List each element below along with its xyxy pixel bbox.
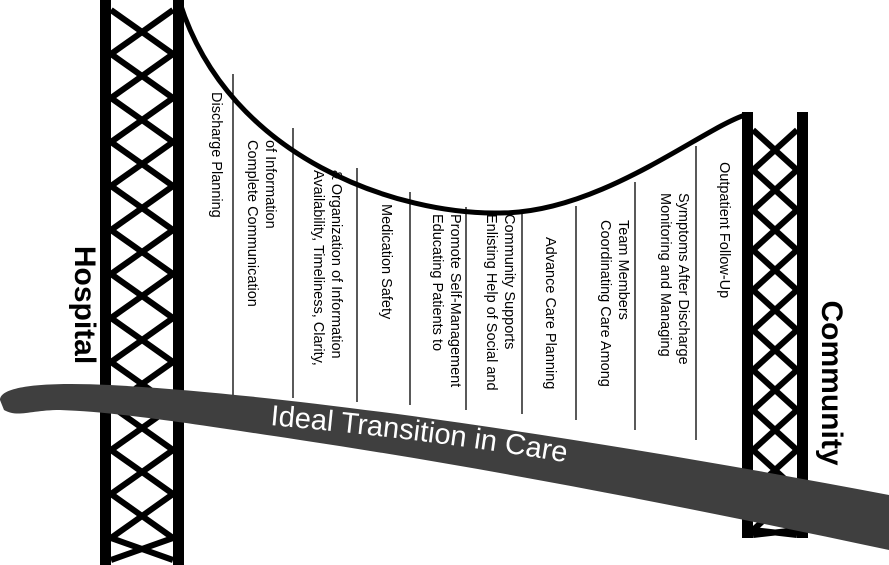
tower-leg xyxy=(173,0,184,565)
lattice-brace xyxy=(109,139,175,189)
care-element-label-line: Team Members xyxy=(615,220,631,320)
lattice-brace xyxy=(750,287,800,333)
lattice-brace xyxy=(109,95,175,145)
tower-lattice xyxy=(109,7,175,563)
lattice-brace xyxy=(109,271,175,321)
care-element-label-line: Discharge Planning xyxy=(208,92,224,218)
lattice-brace xyxy=(109,183,175,233)
care-element-label-line: Advance Care Planning xyxy=(542,237,558,389)
bridge-deck xyxy=(0,383,889,550)
lattice-brace xyxy=(109,447,175,497)
care-element-label-line: Complete Communication xyxy=(244,140,260,307)
care-element-label-line: Monitoring and Managing xyxy=(657,193,673,357)
care-element-label: Advance Care Planning xyxy=(542,237,558,389)
care-element-label: Discharge Planning xyxy=(208,92,224,218)
lattice-brace xyxy=(750,407,800,453)
care-element-label-line: of Information xyxy=(262,140,278,229)
lattice-brace xyxy=(109,315,175,365)
care-element-label: Availability, Timeliness, Clarity,& Orga… xyxy=(310,170,344,366)
lattice-brace xyxy=(109,51,175,101)
care-element-label-line: & Organization of Information xyxy=(328,170,344,359)
hospital-label: Hospital xyxy=(68,246,101,364)
lattice-brace xyxy=(750,207,800,253)
lattice-brace xyxy=(750,367,800,413)
hospital-tower xyxy=(100,0,184,565)
lattice-brace xyxy=(750,327,800,373)
care-element-label-line: Availability, Timeliness, Clarity, xyxy=(310,170,326,366)
care-element-label-line: Coordinating Care Among xyxy=(597,220,613,387)
care-element-label-line: Educating Patients to xyxy=(429,214,445,351)
community-label: Community xyxy=(815,301,848,466)
tower-leg xyxy=(797,112,808,538)
care-element-label-line: Enlisting Help of Social and xyxy=(483,214,499,391)
lattice-brace xyxy=(750,127,800,173)
care-element-label-line: Outpatient Follow-Up xyxy=(716,162,732,298)
lattice-brace xyxy=(109,227,175,277)
care-element-label-line: Symptoms After Discharge xyxy=(675,193,691,365)
tower-leg xyxy=(100,0,111,565)
tower-lattice xyxy=(750,127,800,538)
lattice-brace xyxy=(750,167,800,213)
lattice-brace xyxy=(109,7,175,57)
lattice-brace xyxy=(109,535,175,563)
hanger-lines xyxy=(232,74,697,440)
community-tower xyxy=(742,112,808,538)
care-element-label: Outpatient Follow-Up xyxy=(716,162,732,298)
care-element-labels: Discharge Planning Complete Communication… xyxy=(208,92,732,391)
care-element-label-line: Promote Self-Management xyxy=(447,214,463,387)
care-element-label-line: Community Supports xyxy=(501,214,517,349)
suspension-cable xyxy=(177,2,746,216)
lattice-brace xyxy=(109,491,175,541)
care-element-label: Medication Safety xyxy=(378,204,394,320)
tower-leg xyxy=(742,112,753,538)
lattice-brace xyxy=(750,247,800,293)
lattice-brace xyxy=(752,527,798,538)
care-element-label-line: Medication Safety xyxy=(378,204,394,320)
